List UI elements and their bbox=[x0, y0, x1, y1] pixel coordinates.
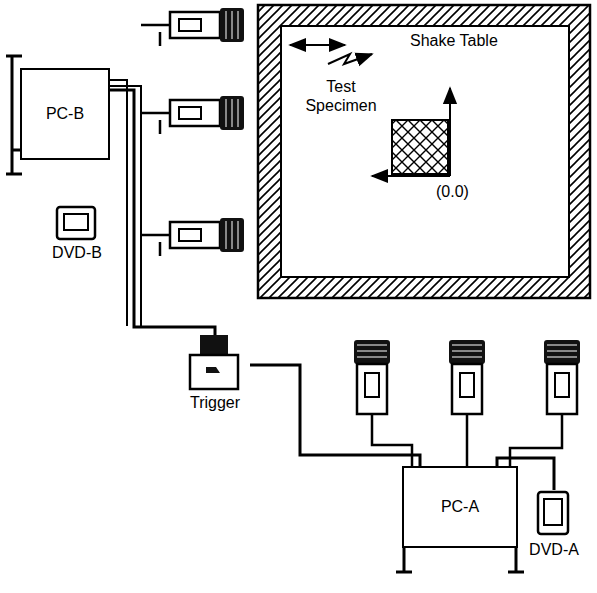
cable-connector bbox=[110, 90, 215, 335]
specimen bbox=[392, 120, 448, 174]
shake-table-region: Shake TableTest Specimen bbox=[280, 25, 570, 278]
camera-body bbox=[452, 364, 482, 414]
node-label: PC-B bbox=[46, 104, 84, 123]
lens-ridge bbox=[452, 351, 482, 352]
camera-body bbox=[170, 222, 220, 248]
node-label: Trigger bbox=[190, 393, 240, 412]
cable-connector bbox=[250, 365, 420, 466]
shake-arrow bbox=[290, 44, 345, 46]
camera-window bbox=[179, 107, 201, 119]
lens-ridge bbox=[232, 221, 233, 249]
lens-ridge bbox=[547, 351, 577, 352]
camera-body bbox=[170, 12, 220, 38]
origin-label: (0.0) bbox=[436, 182, 469, 201]
room-wall bbox=[258, 5, 590, 298]
cable-clamp bbox=[200, 335, 228, 355]
lens-ridge bbox=[232, 99, 233, 127]
camera-lens bbox=[354, 340, 390, 364]
lens-ridge bbox=[357, 357, 387, 358]
video-camera bbox=[354, 340, 412, 466]
device-node: Trigger bbox=[180, 335, 250, 421]
camera-cable bbox=[372, 414, 412, 466]
lens-ridge bbox=[357, 345, 387, 346]
specimen-node: Test Specimen bbox=[300, 77, 396, 125]
camera-lens bbox=[220, 218, 244, 252]
computer-box: PC-A bbox=[402, 466, 518, 548]
camera-lens bbox=[220, 8, 244, 42]
recorder-slot bbox=[64, 214, 88, 230]
trigger-case bbox=[190, 355, 238, 389]
camera-window bbox=[460, 373, 474, 397]
camera-body bbox=[357, 364, 387, 414]
room-floor bbox=[280, 25, 570, 278]
camera-lens bbox=[449, 340, 485, 364]
device-node: DVD-B bbox=[42, 203, 112, 273]
lens-ridge bbox=[238, 99, 239, 127]
device-node: DVD-A bbox=[522, 490, 586, 576]
dvd-recorder bbox=[55, 203, 99, 243]
node-label: DVD-B bbox=[52, 243, 102, 262]
lens-ridge bbox=[238, 221, 239, 249]
camera-cable bbox=[141, 235, 170, 256]
camera-body bbox=[547, 364, 577, 414]
trigger-body bbox=[190, 335, 238, 389]
video-camera bbox=[141, 8, 244, 46]
cable-bundle bbox=[110, 80, 141, 326]
node-label: Test Specimen bbox=[300, 77, 382, 115]
camera-cable bbox=[141, 113, 170, 134]
camera-body bbox=[170, 100, 220, 126]
video-camera bbox=[141, 96, 244, 134]
rack-frame bbox=[396, 546, 524, 572]
trigger-unit bbox=[180, 335, 250, 393]
lens-ridge bbox=[452, 345, 482, 346]
node-label: PC-A bbox=[441, 497, 479, 516]
lens-ridge bbox=[452, 357, 482, 358]
lens-ridge bbox=[357, 351, 387, 352]
lens-ridge bbox=[232, 11, 233, 39]
camera-window bbox=[179, 229, 201, 241]
lens-ridge bbox=[547, 345, 577, 346]
recorder-slot bbox=[544, 499, 562, 525]
camera-lens bbox=[544, 340, 580, 364]
camera-cable bbox=[466, 414, 469, 466]
shake-zigzag bbox=[328, 54, 372, 64]
lens-ridge bbox=[226, 11, 227, 39]
node-label: Shake Table bbox=[410, 31, 498, 50]
y-axis bbox=[449, 88, 451, 176]
lens-ridge bbox=[238, 11, 239, 39]
trigger-switch bbox=[206, 367, 220, 373]
computer-box: PC-B bbox=[20, 68, 110, 160]
camera-window bbox=[555, 373, 569, 397]
video-camera bbox=[141, 218, 244, 256]
lens-ridge bbox=[547, 357, 577, 358]
recorder-case bbox=[57, 207, 95, 239]
dvd-recorder bbox=[534, 490, 574, 540]
camera-cable bbox=[141, 25, 170, 46]
video-camera bbox=[449, 340, 485, 466]
lens-ridge bbox=[226, 221, 227, 249]
video-camera bbox=[510, 340, 580, 466]
x-axis bbox=[372, 175, 450, 177]
camera-window bbox=[365, 373, 379, 397]
node-label: DVD-A bbox=[529, 540, 579, 559]
camera-window bbox=[179, 19, 201, 31]
recorder-case bbox=[538, 492, 568, 534]
lens-ridge bbox=[226, 99, 227, 127]
camera-lens bbox=[220, 96, 244, 130]
